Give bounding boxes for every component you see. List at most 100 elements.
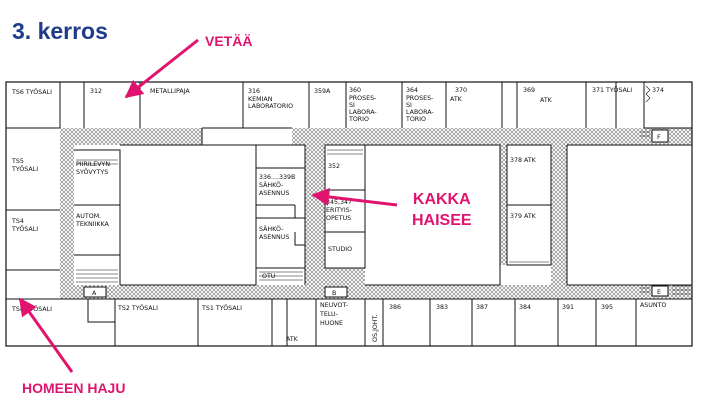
label-autom: AUTOM. xyxy=(76,213,101,220)
corridor-right-vertical xyxy=(551,145,567,285)
label-studio: STUDIO xyxy=(328,246,352,253)
label-374: 374 xyxy=(652,87,664,94)
label-364: 364 xyxy=(406,87,418,94)
right-room-walls xyxy=(566,144,692,286)
corridor-mid-link xyxy=(500,145,507,265)
stair-b-box xyxy=(324,286,348,298)
label-sahko-1: SÄHKÖ- xyxy=(259,180,283,189)
stair-stripes xyxy=(76,86,650,293)
label-391: 391 xyxy=(562,304,574,311)
corridor-stair-b-area xyxy=(325,268,365,285)
label-piirilevyn: PIIRILEVYN xyxy=(76,161,110,168)
label-371: 371 TYÖSALI xyxy=(592,85,632,94)
label-360-l2: SI xyxy=(349,102,355,109)
label-osjoht: OS.JOHT. xyxy=(372,314,379,342)
label-370: 370 xyxy=(455,87,467,94)
corridor-center-vertical xyxy=(305,145,325,285)
label-370-atk: ATK xyxy=(450,96,463,103)
corridor-bottom xyxy=(60,285,692,299)
label-364-l1: PROSES- xyxy=(406,95,433,102)
label-asennus-1: ASENNUS xyxy=(259,190,289,197)
label-369-atk: ATK xyxy=(540,97,553,104)
label-metallipaja: METALLIPAJA xyxy=(150,88,190,95)
bottom-row-walls xyxy=(6,298,692,346)
label-door-e: E xyxy=(657,289,661,296)
corridor-top xyxy=(292,128,692,145)
label-369: 369 xyxy=(523,87,535,94)
floor-title: 3. kerros xyxy=(12,18,108,44)
label-neuvot-3: HUONE xyxy=(320,320,343,327)
annotation-vetaa: VETÄÄ xyxy=(205,33,253,49)
label-395: 395 xyxy=(601,304,613,311)
label-378: 378 ATK xyxy=(510,157,537,164)
label-door-f: F xyxy=(657,134,661,141)
label-345: 345,347 xyxy=(326,199,352,206)
label-ts4: TS4 xyxy=(11,218,24,225)
label-opetus: OPETUS xyxy=(326,215,351,222)
label-387: 387 xyxy=(476,304,488,311)
center-room-walls xyxy=(365,144,501,286)
label-359a: 359A xyxy=(314,88,331,95)
label-asunto: ASUNTO xyxy=(640,302,666,309)
corridor-left-vertical xyxy=(60,128,74,298)
label-ts5: TS5 xyxy=(11,158,24,165)
corridor-upper-left xyxy=(60,128,202,145)
room-labels: TS6 TYÖSALI 312 METALLIPAJA 316 KEMIAN L… xyxy=(11,85,666,343)
label-336: 336....339B xyxy=(259,174,295,181)
label-atk-bottom: ATK xyxy=(286,336,299,343)
label-360-l4: TORIO xyxy=(348,116,369,123)
label-384: 384 xyxy=(519,304,531,311)
label-352: 352 xyxy=(328,163,340,170)
label-tekniikka: TEKNIIKKA xyxy=(75,221,110,228)
stair-a-box xyxy=(83,286,107,298)
label-360-l3: LABORA- xyxy=(349,109,377,116)
label-ts4-tyosali: TYÖSALI xyxy=(11,224,38,233)
label-door-b: B xyxy=(332,290,336,297)
label-ts6: TS6 TYÖSALI xyxy=(11,87,52,96)
label-syovytys: SYÖVYTYS xyxy=(76,167,108,176)
arrow-vetaa xyxy=(124,38,199,99)
atk-rooms-walls xyxy=(506,144,552,266)
label-312: 312 xyxy=(90,88,102,95)
annotation-kakka-line1: KAKKA xyxy=(412,191,471,208)
label-otu: OTU xyxy=(262,273,276,280)
label-ts2: TS2 TYÖSALI xyxy=(117,303,158,312)
label-asennus-2: ASENNUS xyxy=(259,234,289,241)
arrow-kakka xyxy=(311,187,398,207)
stair-zigzag xyxy=(645,85,651,103)
label-364-l4: TORIO xyxy=(405,116,426,123)
annotation-homeen-haju: HOMEEN HAJU xyxy=(22,380,126,396)
label-sahko-2: SÄHKÖ- xyxy=(259,224,283,233)
label-360: 360 xyxy=(349,87,361,94)
label-316: 316 xyxy=(248,88,260,95)
studio-block-walls xyxy=(324,144,366,269)
annotation-arrows xyxy=(18,38,398,373)
stair-e-box xyxy=(651,285,669,297)
label-kemian: KEMIAN xyxy=(248,96,273,103)
label-neuvot-1: NEUVOT- xyxy=(320,302,348,309)
annotation-kakka-line2: HAISEE xyxy=(412,212,472,229)
corridors xyxy=(60,128,692,299)
label-neuvot-2: TELU- xyxy=(319,311,338,318)
label-360-l1: PROSES- xyxy=(349,95,376,102)
electrical-block-walls xyxy=(256,144,306,285)
label-386: 386 xyxy=(389,304,401,311)
arrow-homeen xyxy=(18,297,74,373)
label-laboratorio: LABORATORIO xyxy=(248,103,293,110)
label-364-l2: SI xyxy=(406,102,412,109)
label-ts8: TS8 TYÖSALI xyxy=(11,304,52,313)
label-379: 379 ATK xyxy=(510,213,537,220)
label-364-l3: LABORA- xyxy=(406,109,434,116)
label-erityis: ERITYIS- xyxy=(326,207,352,214)
stair-f-box xyxy=(651,129,669,143)
annotation-kakka-haisee: KAKKA HAISEE xyxy=(412,189,472,231)
label-ts1: TS1 TYÖSALI xyxy=(201,303,242,312)
left-block-walls xyxy=(6,144,257,286)
asunto-stairs xyxy=(672,285,690,295)
outer-wall xyxy=(5,81,693,347)
label-ts5-tyosali: TYÖSALI xyxy=(11,164,38,173)
label-door-a: A xyxy=(92,290,97,297)
walls xyxy=(5,81,693,347)
label-383: 383 xyxy=(436,304,448,311)
